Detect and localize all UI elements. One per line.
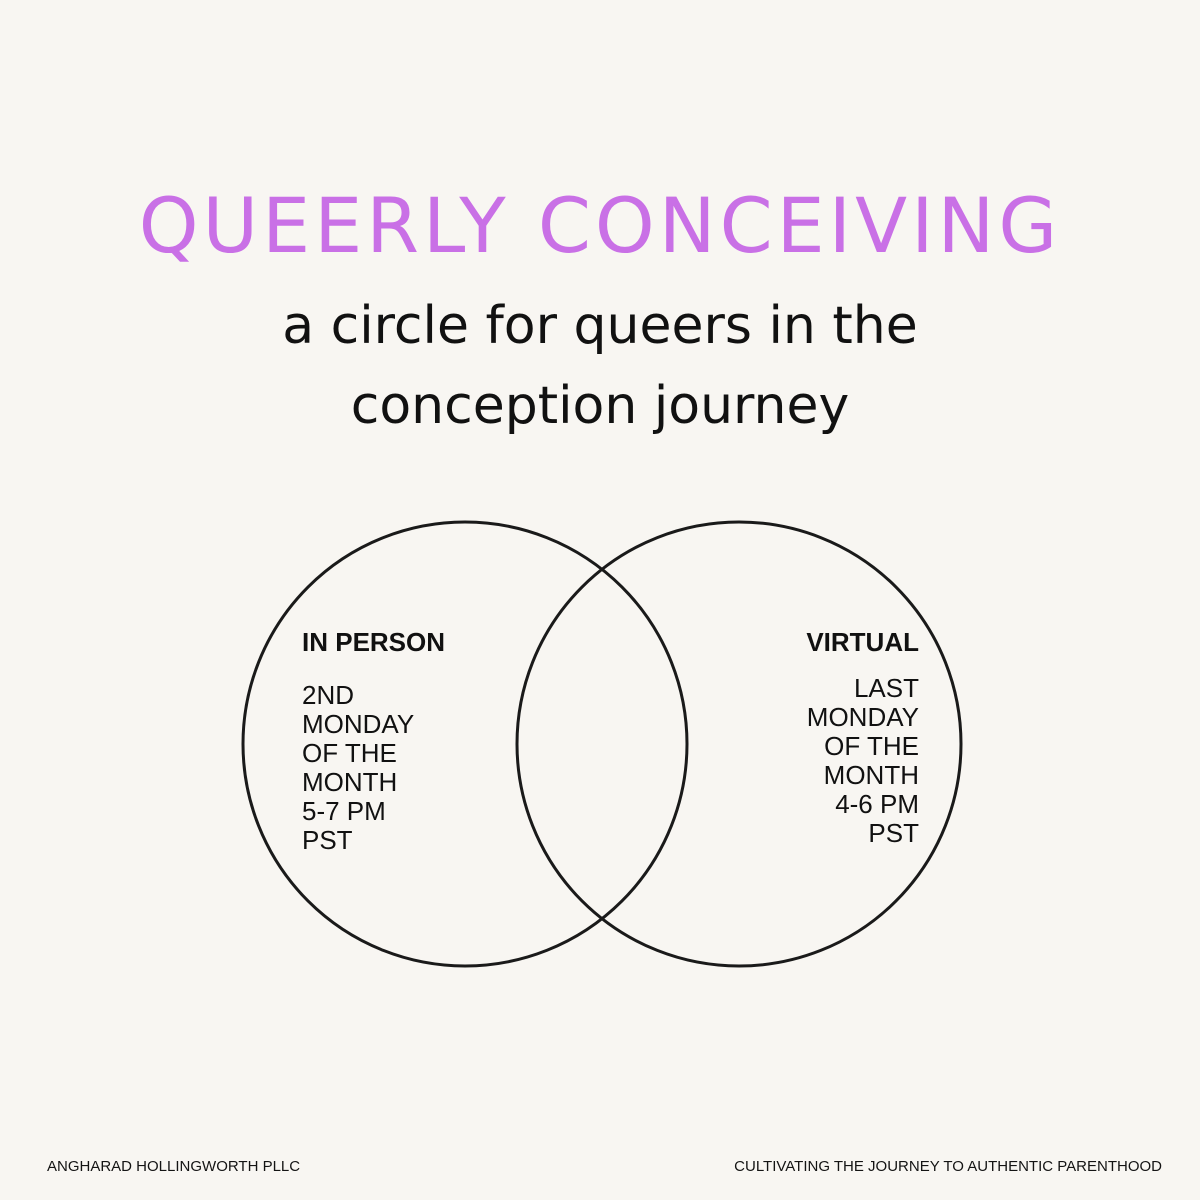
virtual-schedule-line: MONDAY bbox=[806, 702, 919, 732]
venn-circle-in-person bbox=[241, 520, 689, 968]
virtual-schedule-line: LAST bbox=[853, 673, 919, 703]
in-person-schedule-line: MONDAY bbox=[302, 709, 415, 739]
virtual-schedule-line: PST bbox=[868, 818, 919, 848]
virtual-heading: VIRTUAL bbox=[806, 627, 919, 657]
virtual-schedule-line: 4-6 PM bbox=[835, 789, 919, 819]
footer-tagline: CULTIVATING THE JOURNEY TO AUTHENTIC PAR… bbox=[734, 1158, 1162, 1175]
venn-circle-virtual bbox=[515, 520, 963, 968]
page-title: QUEERLY CONCEIVING bbox=[138, 181, 1062, 270]
subtitle-line: conception journey bbox=[350, 376, 850, 436]
virtual-schedule: LAST MONDAY OF THE MONTH 4-6 PM PST bbox=[807, 674, 919, 848]
footer-company: ANGHARAD HOLLINGWORTH PLLC bbox=[47, 1158, 301, 1175]
in-person-schedule-line: OF THE bbox=[302, 738, 397, 768]
virtual-schedule-line: MONTH bbox=[823, 760, 919, 790]
subtitle-line: a circle for queers in the bbox=[282, 296, 918, 356]
in-person-schedule-line: 5-7 PM bbox=[302, 796, 386, 826]
subtitle: a circle for queers in the conception jo… bbox=[100, 286, 1100, 446]
in-person-heading: IN PERSON bbox=[302, 627, 446, 657]
in-person-schedule-line: MONTH bbox=[302, 767, 398, 797]
in-person-schedule: 2ND MONDAY OF THE MONTH 5-7 PM PST bbox=[302, 681, 414, 855]
in-person-schedule-line: PST bbox=[302, 825, 353, 855]
virtual-schedule-line: OF THE bbox=[824, 731, 919, 761]
in-person-schedule-line: 2ND bbox=[302, 680, 355, 710]
